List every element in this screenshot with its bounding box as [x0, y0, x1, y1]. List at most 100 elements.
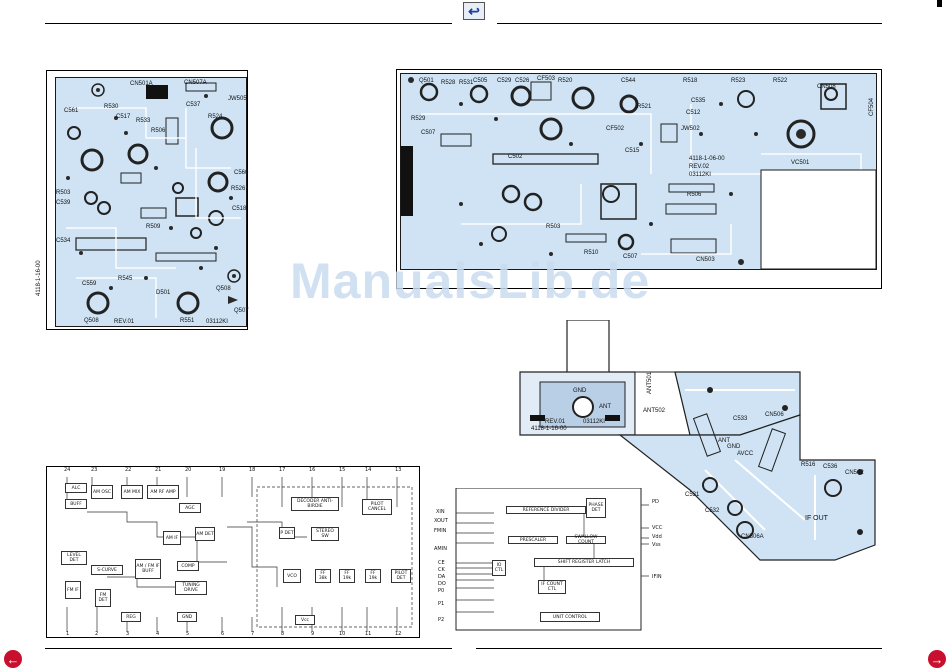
pll-left-pin: CK — [438, 567, 445, 573]
tuner-label: C536 — [823, 464, 838, 470]
block-ff-38k: FF 38k — [315, 569, 331, 583]
pcb-right-label: C526 — [515, 78, 530, 84]
block-ff-19k: FF 19k — [339, 569, 355, 583]
pll-right-pin: Vss — [652, 542, 661, 548]
pcb-right-label: R521 — [637, 104, 652, 110]
tuner-label: IF OUT — [805, 515, 828, 522]
pll-left-pin: P1 — [438, 601, 445, 607]
pcb-left-label: CN507A — [184, 80, 207, 86]
pin-number: 13 — [395, 467, 402, 473]
pll-right-pin: PD — [652, 499, 659, 505]
tuner-label: ANT — [718, 438, 730, 444]
tuner-label: CN506 — [765, 412, 784, 418]
tuner-label: CN506A — [741, 534, 764, 540]
pcb-left-label: R545 — [118, 276, 133, 282]
pcb-left-label: C539 — [56, 200, 71, 206]
pcb-right-panel: Q501 R528 R531 C505 C529 C526 CF503 R520… — [396, 69, 882, 289]
block-s-curve: S-CURVE — [91, 565, 123, 575]
pin-number: 22 — [125, 467, 132, 473]
next-page-button[interactable]: → — [928, 650, 946, 668]
pin-number: 1 — [66, 631, 70, 637]
pcb-left-label: C560 — [234, 170, 249, 176]
pin-number: 8 — [281, 631, 285, 637]
back-button[interactable]: ↩ — [463, 2, 485, 20]
tuner-label: GND — [573, 388, 587, 394]
pcb-left-label: Q508 — [216, 286, 231, 292]
block-diagram-left: ALC AM OSC AM MIX AM RF AMP BUFF AGC LEV… — [46, 466, 420, 638]
pcb-right-label: CF503 — [537, 76, 556, 82]
pcb-right-rev: REV.02 — [689, 164, 710, 170]
pcb-left-label: D501 — [156, 290, 171, 296]
pcb-right-label: R529 — [411, 116, 426, 122]
pcb-left-code: 03112KI — [206, 319, 228, 325]
pin-number: 18 — [249, 467, 256, 473]
pin-number: 19 — [219, 467, 226, 473]
pcb-right-label: R523 — [731, 78, 746, 84]
block-p-det: P DET — [279, 527, 295, 539]
tuner-label: C531 — [685, 492, 700, 498]
pcb-right-label: R518 — [683, 78, 698, 84]
pcb-right-code: 03112KI — [689, 172, 711, 178]
pin-number: 17 — [279, 467, 286, 473]
tuner-label: GND — [727, 444, 741, 450]
pcb-left-traces — [66, 82, 241, 318]
pin-number: 9 — [311, 631, 315, 637]
pcb-right-label: C535 — [691, 98, 706, 104]
pcb-left-rev: REV.01 — [114, 319, 135, 325]
block-vcc: Vcc — [295, 615, 315, 625]
pll-left-pin: DO — [438, 581, 446, 587]
pll-left-pin: DA — [438, 574, 446, 580]
pin-number: 23 — [91, 467, 98, 473]
pcb-left-board: CN501A CN507A R530 R506 C537 R524 JW505 … — [36, 77, 249, 327]
pcb-right-label: CF504 — [869, 97, 876, 117]
corner-marker — [937, 0, 942, 7]
pcb-right-label: C544 — [621, 78, 636, 84]
block-diagram-pll: REFERENCE DIVIDER PHASE DET PRESCALER SW… — [434, 488, 664, 633]
bottom-rule-right — [476, 648, 882, 649]
pcb-right-label: C512 — [686, 110, 701, 116]
pin-number: 21 — [155, 467, 162, 473]
pll-reference-divider: REFERENCE DIVIDER — [506, 506, 586, 514]
pin-number: 20 — [185, 467, 192, 473]
pin-number: 10 — [339, 631, 346, 637]
watermark-text: ManualsLib.de — [290, 253, 651, 309]
pcb-right-traces — [401, 77, 876, 269]
prev-page-button[interactable]: ← — [4, 650, 22, 668]
pll-left-pin: P0 — [438, 588, 445, 594]
pll-right-pin: VCC — [652, 525, 663, 531]
bottom-rule-left — [45, 648, 452, 649]
tuner-label: AVCC — [737, 451, 754, 457]
pll-prescaler: PRESCALER — [508, 536, 558, 544]
block-am-fm-if-buff: AM / FM IF BUFF — [135, 559, 161, 579]
pin-number: 16 — [309, 467, 316, 473]
block-buff: BUFF — [65, 499, 87, 509]
block-decoder: DECODER ANTI-BIRDIE — [291, 497, 339, 511]
top-rule-left — [45, 23, 452, 24]
pin-number: 15 — [339, 467, 346, 473]
pll-right-pin: IFIN — [652, 574, 662, 580]
pcb-right-label: C505 — [473, 78, 488, 84]
tuner-label: ANT502 — [643, 408, 666, 414]
tuner-label: ANT — [599, 404, 611, 410]
pcb-left-label: R551 — [180, 318, 195, 324]
top-rule-right — [497, 23, 882, 24]
block-stereo-sw: STEREO SW — [311, 527, 339, 541]
pin-number: 14 — [365, 467, 372, 473]
pcb-right-label: R520 — [558, 78, 573, 84]
tuner-id: 4118-1-16-00 — [531, 426, 567, 432]
pcb-right-label: CF502 — [606, 126, 625, 132]
pcb-tuner-outline — [519, 320, 876, 561]
pcb-right-label: R522 — [773, 78, 788, 84]
pcb-left-label: C518 — [232, 206, 247, 212]
pcb-left-label: R509 — [146, 224, 161, 230]
pcb-left-label: Q507 — [234, 308, 249, 314]
block-agc: AGC — [179, 503, 201, 513]
pin-number: 2 — [95, 631, 99, 637]
block-comp: COMP — [177, 561, 199, 571]
block-am-rf-amp: AM RF AMP — [147, 485, 179, 499]
pcb-left-label: C534 — [56, 238, 71, 244]
pcb-right-label: C507 — [623, 254, 638, 260]
block-gnd: GND — [177, 612, 197, 622]
arrow-right-icon: → — [930, 651, 944, 667]
pll-phase-det: PHASE DET — [586, 498, 606, 518]
